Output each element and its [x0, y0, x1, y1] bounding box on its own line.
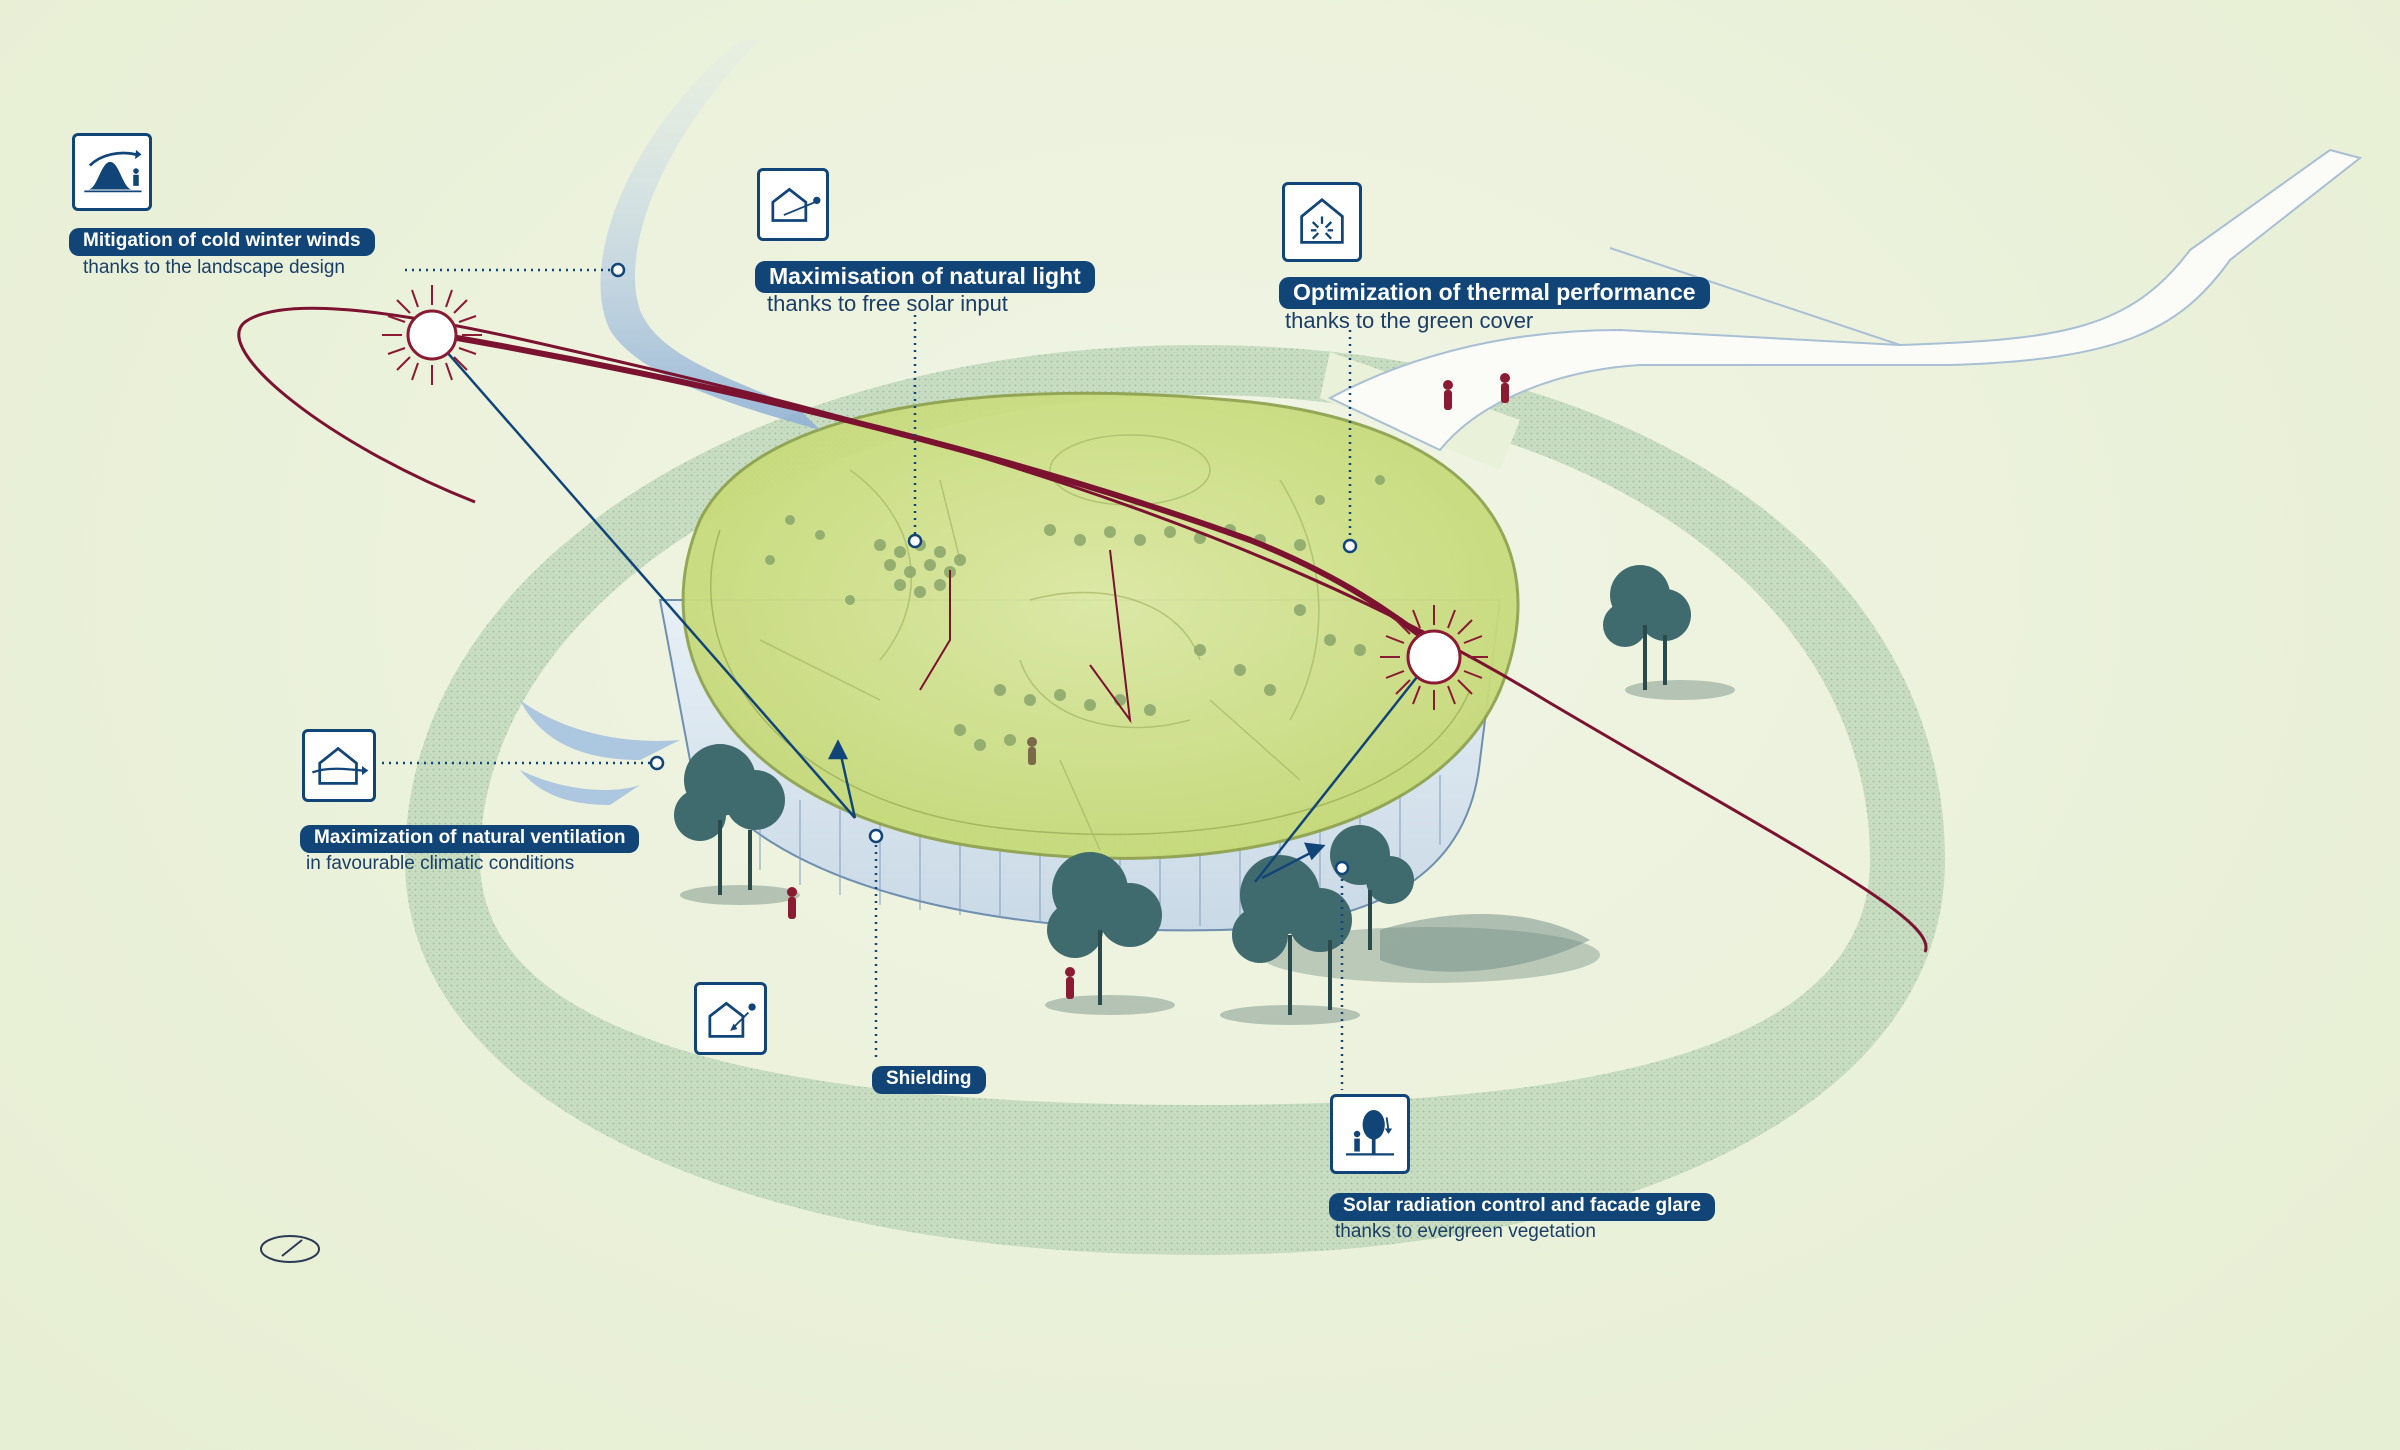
ventilation-title: Maximization of natural ventilation: [300, 825, 640, 853]
house-thermal-icon: [1282, 182, 1362, 262]
thermal-title: Optimization of thermal performance: [1279, 277, 1710, 310]
shielding-title: Shielding: [872, 1066, 986, 1094]
ventilation-subtitle: in favourable climatic conditions: [306, 853, 575, 874]
green-roof: [681, 391, 1520, 860]
thermal-subtitle: thanks to the green cover: [1285, 308, 1534, 333]
house-sun-icon: [757, 168, 829, 241]
entry-road: [1327, 148, 2363, 452]
people: [787, 373, 1510, 999]
natural-light-title: Maximisation of natural light: [755, 261, 1095, 294]
leader-lines: [382, 268, 1352, 1090]
solar-control-title: Solar radiation control and facade glare: [1329, 1193, 1715, 1221]
north-arrow-icon: [260, 1235, 320, 1263]
wind-flow: [520, 40, 820, 805]
sun-icon: [1380, 605, 1488, 710]
sun-rays: [431, 334, 1433, 883]
cold-winds-subtitle: thanks to the landscape design: [83, 257, 345, 278]
house-shield-icon: [694, 982, 767, 1055]
sun-icon: [382, 285, 482, 385]
house-wind-icon: [302, 729, 376, 802]
wind-hill-icon: [72, 133, 152, 211]
solar-control-subtitle: thanks to evergreen vegetation: [1335, 1221, 1596, 1242]
tree-person-icon: [1330, 1094, 1410, 1174]
leader-dots: [610, 262, 1358, 876]
cold-winds-title: Mitigation of cold winter winds: [69, 228, 375, 256]
natural-light-subtitle: thanks to free solar input: [767, 291, 1008, 316]
